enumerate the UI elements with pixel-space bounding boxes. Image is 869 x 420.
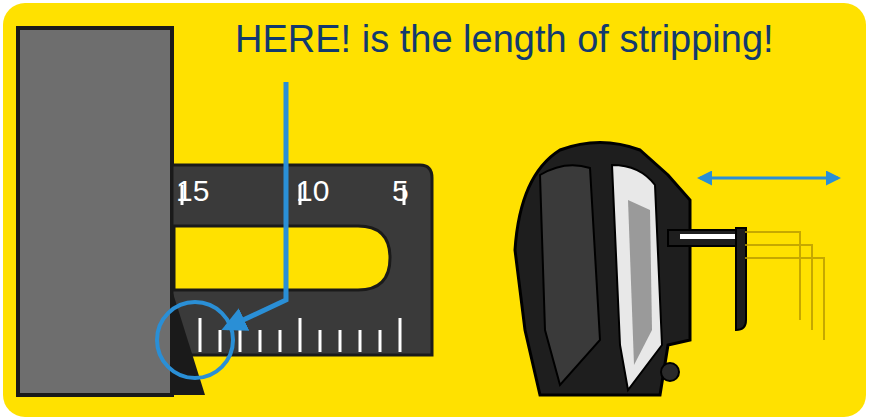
- scale-tick: [259, 330, 262, 352]
- background-panel: [3, 3, 866, 417]
- scale-tick: [319, 330, 322, 352]
- movement-arrow: [700, 177, 838, 180]
- stripper-body: [18, 28, 172, 395]
- scale-number: 5: [392, 176, 409, 206]
- wire-stripper: [515, 143, 824, 396]
- pointer-arrow: [226, 82, 286, 328]
- scale-tick: [339, 330, 342, 352]
- highlight-circle: [157, 302, 233, 378]
- scale-ticks: [182, 185, 404, 205]
- scale-tick: [199, 318, 202, 352]
- length-gauge: [172, 165, 432, 355]
- scale-tick: [379, 330, 382, 352]
- scale-tick: [359, 330, 362, 352]
- gauge-slot: [174, 226, 390, 290]
- scale-number: 10: [296, 176, 329, 206]
- scale-number: 15: [176, 176, 209, 206]
- scale-tick: [239, 330, 242, 352]
- scale-tick: [219, 330, 222, 352]
- title-text: HERE! is the length of stripping!: [235, 20, 774, 58]
- scale-tick: [279, 330, 282, 352]
- scale-tick: [399, 318, 402, 352]
- scale-tick: [299, 318, 302, 352]
